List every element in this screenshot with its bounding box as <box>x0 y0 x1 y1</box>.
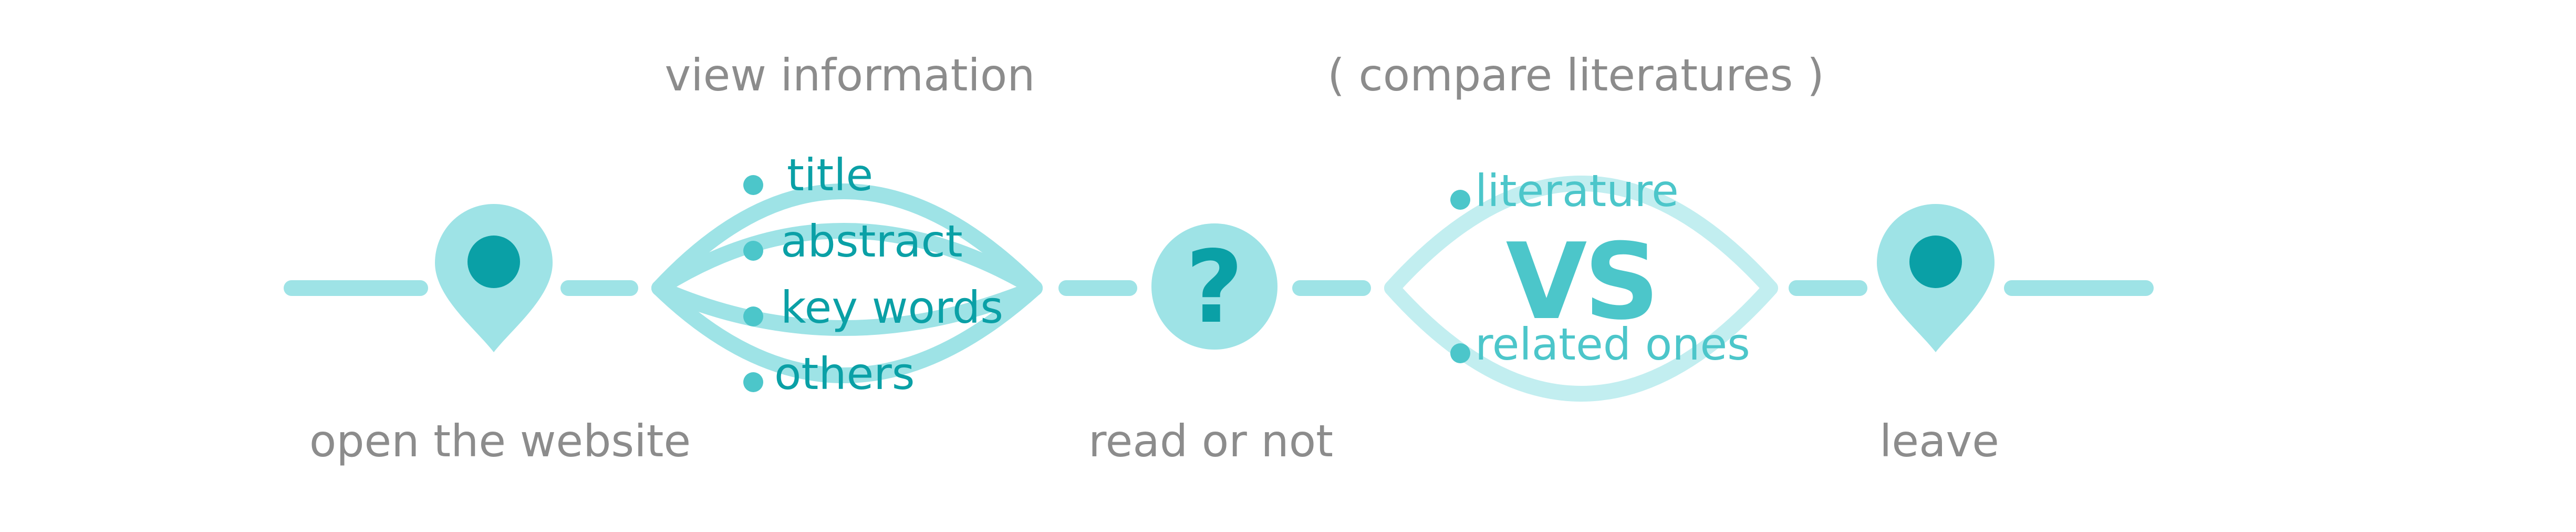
location-pin-icon <box>1877 204 1995 352</box>
step-label-compare: ( compare literatures ) <box>1327 49 1824 101</box>
vs-label: VS <box>1506 221 1657 343</box>
compare-item-top: literature <box>1475 165 1679 217</box>
list-item: abstract <box>781 216 963 267</box>
question-symbol: ? <box>1186 229 1243 345</box>
bullet-icon <box>1450 190 1470 210</box>
step-label-open: open the website <box>309 415 691 467</box>
list-item: others <box>774 348 915 400</box>
compare-item-bottom: related ones <box>1475 319 1750 370</box>
step-label-leave: leave <box>1879 415 1999 467</box>
eye-lens-icon <box>651 183 1043 383</box>
bullet-icon <box>743 372 763 392</box>
bullet-icon <box>1450 343 1470 363</box>
bullet-icon <box>743 306 763 326</box>
location-pin-icon <box>435 204 553 352</box>
question-icon: ? <box>1151 223 1277 350</box>
view-info-items: title abstract key words others <box>743 149 1003 400</box>
list-item: title <box>787 149 873 201</box>
step-label-read: read or not <box>1088 415 1333 467</box>
bullet-icon <box>743 241 763 261</box>
compare-items: literature VS related ones <box>1450 165 1750 370</box>
list-item: key words <box>781 282 1003 333</box>
step-label-view: view information <box>665 49 1035 101</box>
eye-lens-icon <box>1384 176 1778 402</box>
bullet-icon <box>743 175 763 195</box>
